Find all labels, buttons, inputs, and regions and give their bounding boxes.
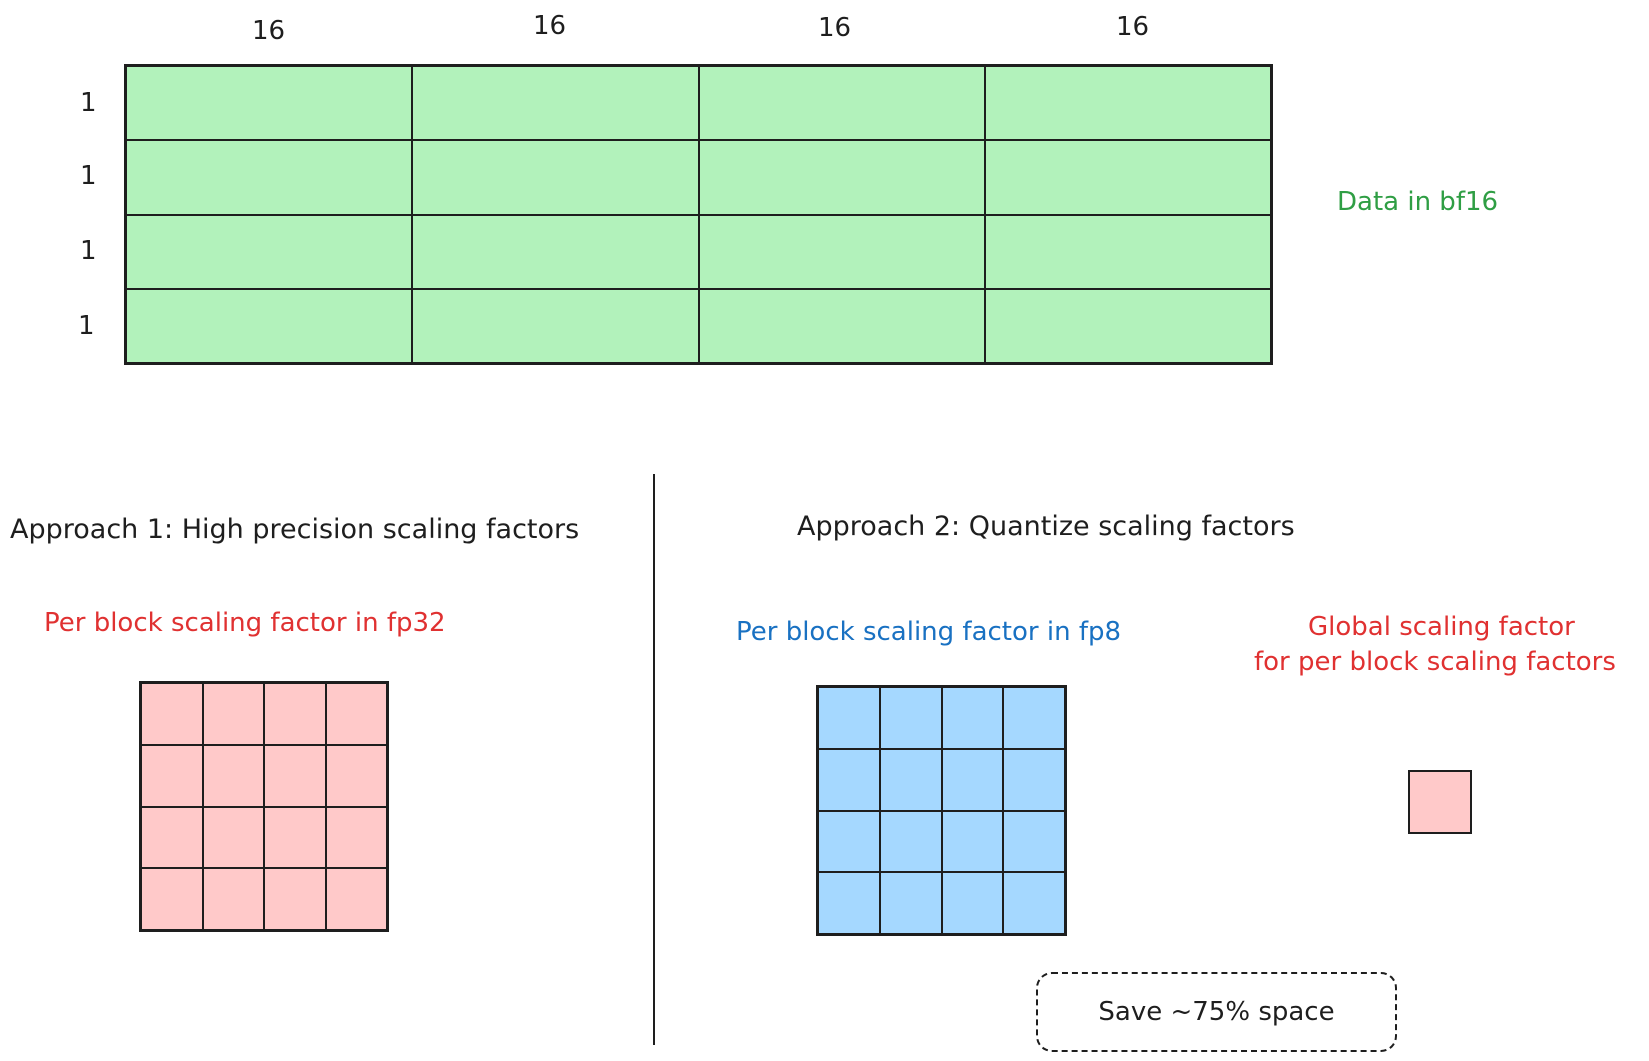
fp8-scale-cell — [879, 810, 942, 873]
fp8-scale-cell — [1003, 748, 1065, 811]
fp8-scale-cell — [941, 748, 1004, 811]
fp32-scale-cell — [141, 806, 203, 869]
data-block-cell — [412, 288, 699, 363]
column-size-label: 16 — [533, 11, 567, 41]
fp8-scale-cell — [818, 872, 880, 934]
savings-text: Save ~75% space — [1098, 997, 1335, 1027]
fp32-scale-cell — [202, 683, 264, 745]
data-block-cell — [698, 288, 985, 363]
section-divider — [653, 474, 655, 1045]
data-format-label: Data in bf16 — [1337, 187, 1499, 217]
fp32-scale-cell — [325, 744, 387, 807]
approach1-title: Approach 1: High precision scaling facto… — [10, 514, 580, 545]
fp8-scale-cell — [941, 687, 1004, 749]
fp32-scale-cell — [264, 868, 326, 930]
fp32-scale-cell — [202, 868, 264, 930]
data-block-cell — [984, 66, 1271, 141]
fp8-scale-cell — [1003, 810, 1065, 873]
column-size-label: 16 — [252, 16, 286, 46]
global-scale-box — [1408, 770, 1472, 834]
fp32-scale-cell — [325, 683, 387, 745]
row-size-label: 1 — [78, 311, 95, 341]
fp8-scale-cell — [1003, 872, 1065, 934]
fp8-scale-cell — [879, 872, 942, 934]
fp8-scale-cell — [1003, 687, 1065, 749]
fp32-scale-cell — [325, 868, 387, 930]
fp8-scale-cell — [879, 748, 942, 811]
row-size-label: 1 — [80, 161, 97, 191]
fp32-scale-cell — [264, 806, 326, 869]
data-block-cell — [126, 214, 413, 289]
data-block-cell — [698, 214, 985, 289]
fp32-scale-cell — [202, 806, 264, 869]
fp32-scale-cell — [141, 744, 203, 807]
fp8-scale-cell — [818, 810, 880, 873]
fp32-scale-cell — [264, 744, 326, 807]
approach2-title: Approach 2: Quantize scaling factors — [797, 511, 1295, 542]
global-scale-label-line2: for per block scaling factors — [1254, 647, 1616, 677]
fp8-scale-cell — [941, 810, 1004, 873]
data-block-cell — [984, 214, 1271, 289]
row-size-label: 1 — [80, 236, 97, 266]
fp32-scale-cell — [202, 744, 264, 807]
fp32-scale-cell — [264, 683, 326, 745]
data-block-cell — [412, 140, 699, 215]
data-block-cell — [412, 66, 699, 141]
data-block-cell — [698, 66, 985, 141]
data-block-cell — [984, 288, 1271, 363]
fp32-scale-label: Per block scaling factor in fp32 — [44, 608, 446, 638]
data-block-cell — [126, 66, 413, 141]
savings-callout: Save ~75% space — [1036, 972, 1397, 1052]
fp32-scale-cell — [141, 868, 203, 930]
fp8-scale-cell — [879, 687, 942, 749]
column-size-label: 16 — [1116, 12, 1150, 42]
data-block-cell — [126, 288, 413, 363]
fp8-scale-cell — [818, 748, 880, 811]
data-block-cell — [126, 140, 413, 215]
data-block-cell — [984, 140, 1271, 215]
data-block-cell — [698, 140, 985, 215]
global-scale-label-line1: Global scaling factor — [1308, 612, 1575, 642]
data-block-cell — [412, 214, 699, 289]
column-size-label: 16 — [818, 13, 852, 43]
fp8-scale-cell — [818, 687, 880, 749]
fp32-scale-cell — [141, 683, 203, 745]
fp32-scale-cell — [325, 806, 387, 869]
row-size-label: 1 — [80, 88, 97, 118]
bf16-data-grid — [124, 64, 1273, 365]
fp32-scale-grid — [139, 681, 389, 932]
fp8-scale-label: Per block scaling factor in fp8 — [736, 617, 1122, 647]
fp8-scale-grid — [816, 685, 1067, 936]
fp8-scale-cell — [941, 872, 1004, 934]
